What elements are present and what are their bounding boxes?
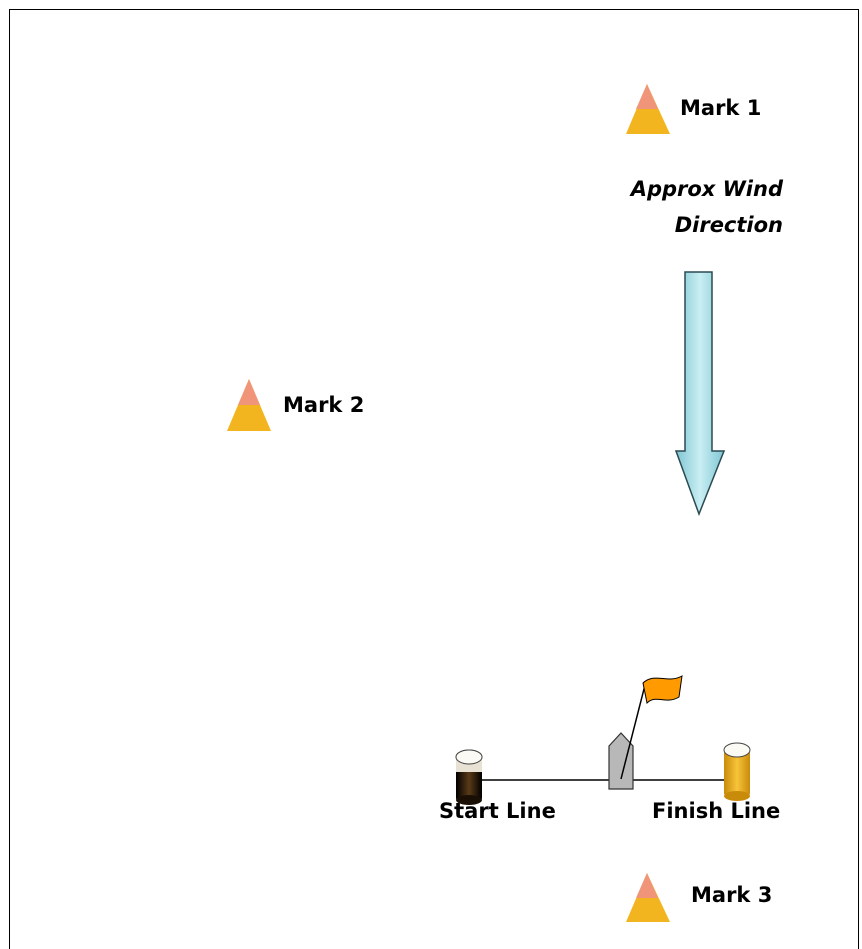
start-line-label: Start Line — [439, 799, 556, 823]
finish-buoy-icon — [723, 742, 751, 801]
wind-direction-arrow-icon — [674, 271, 726, 517]
committee-boat-icon — [608, 732, 634, 790]
wind-label-line1: Approx Wind — [630, 177, 783, 201]
mark2-cone-icon — [227, 379, 271, 431]
mark3-cone-icon — [626, 873, 670, 922]
flag-icon — [620, 675, 683, 780]
diagram-frame — [9, 9, 859, 949]
finish-line-label: Finish Line — [652, 799, 781, 823]
wind-direction-label: Approx Wind Direction — [583, 171, 783, 243]
mark1-cone-icon — [626, 84, 670, 134]
wind-label-line2: Direction — [674, 213, 783, 237]
mark3-label: Mark 3 — [691, 883, 773, 907]
mark2-label: Mark 2 — [283, 393, 365, 417]
start-buoy-icon — [455, 749, 483, 805]
mark1-label: Mark 1 — [680, 96, 762, 120]
